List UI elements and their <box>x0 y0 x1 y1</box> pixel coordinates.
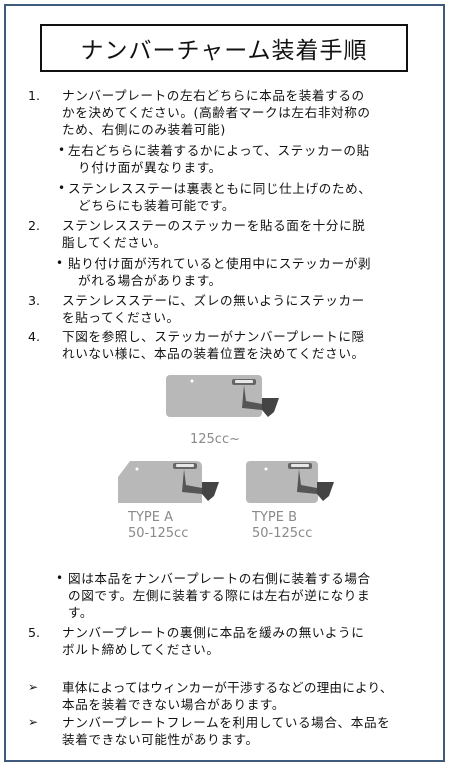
plate-125cc <box>166 375 279 417</box>
number-plate-shape <box>118 461 202 503</box>
charm-shape <box>317 482 334 501</box>
bullet-text: どちらにも装着可能です。 <box>78 198 236 213</box>
step-number: 2. <box>28 218 41 233</box>
type-b-label: TYPE B <box>251 510 297 525</box>
number-plate-shape <box>166 375 262 417</box>
arrow-bullet-icon: ➢ <box>28 680 39 694</box>
bullet: • <box>58 181 66 195</box>
bolt-hole <box>264 467 268 471</box>
step-text: ため、右側にのみ装着可能) <box>62 122 226 137</box>
step-text: ステンレスステーに、ズレの無いようにステッカー <box>62 293 365 308</box>
bullet-text: がれる場合があります。 <box>78 273 222 288</box>
bolt-hole <box>190 379 194 383</box>
note-text: 本品を装着できない場合があります。 <box>62 697 286 712</box>
note-text: 車体によってはウィンカーが干渉するなどの理由により、 <box>62 680 393 695</box>
bullet: • <box>56 256 64 270</box>
step-text: 下図を参照し、ステッカーがナンバープレートに隠 <box>62 329 365 344</box>
document-frame <box>4 4 445 762</box>
figure-note: す。 <box>68 605 94 620</box>
bullet: • <box>58 143 66 157</box>
bracket-arm <box>242 385 262 410</box>
charm-shape <box>202 482 219 501</box>
step-text: ステンレスステーのステッカーを貼る面を十分に脱 <box>62 218 366 233</box>
plate-type-a <box>118 461 219 503</box>
step-text: 脂してください。 <box>62 235 167 250</box>
step-number: 5. <box>28 625 41 640</box>
step-text: ナンバープレートの裏側に本品を緩みの無いように <box>62 625 365 640</box>
bracket-arm <box>182 469 202 494</box>
page-title: ナンバーチャーム装着手順 <box>40 24 408 72</box>
type-a-cc: 50-125cc <box>128 526 188 541</box>
type-b-cc: 50-125cc <box>252 526 312 541</box>
step-text: ボルト締めしてください。 <box>62 642 220 657</box>
figure-note: 図は本品をナンバープレートの右側に装着する場合 <box>68 571 371 586</box>
step-text: を貼ってください。 <box>62 310 180 325</box>
note-text: 装着できない可能性があります。 <box>62 732 259 747</box>
bracket-arm <box>297 469 317 494</box>
step-number: 4. <box>28 329 41 344</box>
plate-type-b <box>246 461 334 503</box>
arrow-bullet-icon: ➢ <box>28 715 39 729</box>
note-text: ナンバープレートフレームを利用している場合、本品を <box>62 715 391 730</box>
bullet-text: り付け面が異なります。 <box>78 160 222 175</box>
mounting-diagram: 125cc~ TYPE A 50-125cc TYPE B 50-125cc <box>118 375 334 541</box>
bullet-text: ステンレスステーは裏表ともに同じ仕上げのため、 <box>68 181 372 196</box>
step-number: 3. <box>28 293 41 308</box>
charm-shape <box>262 398 279 417</box>
label-125cc: 125cc~ <box>190 432 240 447</box>
bullet: • <box>56 571 64 585</box>
number-plate-shape <box>246 461 318 503</box>
bullet-text: 左右どちらに装着するかによって、ステッカーの貼 <box>68 143 370 158</box>
step-text: ナンバープレートの左右どちらに本品を装着するの <box>62 88 365 103</box>
step-text: れいない様に、本品の装着位置を決めてください。 <box>62 346 365 361</box>
bullet-text: 貼り付け面が汚れていると使用中にステッカーが剥 <box>68 256 372 271</box>
figure-note: の図です。左側に装着する際には左右が逆になりま <box>68 588 371 603</box>
step-text: かを決めてください。(高齢者マークは左右非対称の <box>62 105 371 120</box>
bolt-hole <box>135 467 139 471</box>
step-number: 1. <box>28 88 41 103</box>
type-a-label: TYPE A <box>127 510 173 525</box>
